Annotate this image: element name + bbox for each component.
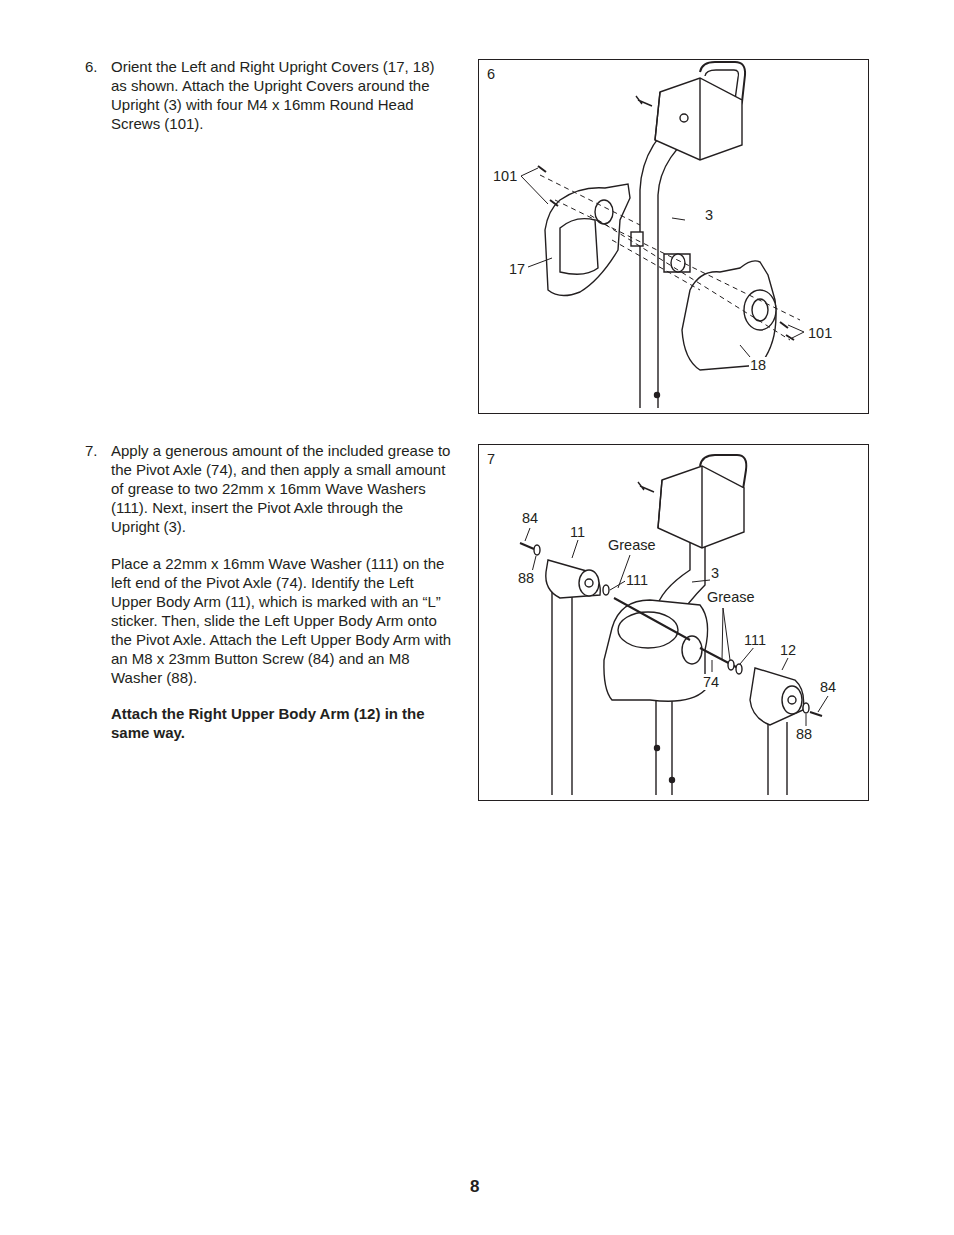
callout-number: 11 <box>569 524 586 540</box>
step-number: 7. <box>85 441 98 460</box>
step6-art <box>521 62 804 408</box>
callout-number: 101 <box>492 168 518 184</box>
callout-number: 18 <box>749 357 767 373</box>
upper-body-arm-right <box>768 720 787 795</box>
upright-cover-left <box>545 184 630 296</box>
bracket <box>655 78 742 160</box>
instruction-text: Orient the Left and Right Upright Covers… <box>111 57 453 133</box>
upright-cover <box>604 600 708 701</box>
callout-number: 111 <box>743 632 767 648</box>
instruction-text: Apply a generous amount of the included … <box>111 441 453 536</box>
callout-number: Grease <box>706 589 756 605</box>
figure-frame: 6 <box>478 59 869 414</box>
upright-cover-right <box>682 261 776 370</box>
callout-number: 12 <box>779 642 797 658</box>
callout-number: 88 <box>517 570 535 586</box>
instruction-text: Attach the Right Upper Body Arm (12) in … <box>111 704 453 742</box>
bracket <box>658 466 744 548</box>
callout-number: 3 <box>704 207 714 223</box>
callout-number: Grease <box>607 537 657 553</box>
step-number: 7 <box>487 451 495 467</box>
step-number: 6. <box>85 57 98 76</box>
callout-number: 84 <box>521 510 539 526</box>
page-number: 8 <box>470 1177 479 1196</box>
callout-number: 88 <box>795 726 813 742</box>
callout-number: 111 <box>625 572 649 588</box>
callout-number: 17 <box>508 261 526 277</box>
instruction-text: Place a 22mm x 16mm Wave Washer (111) on… <box>111 554 453 687</box>
callout-number: 84 <box>819 679 837 695</box>
upper-body-arm-left <box>552 590 572 795</box>
step-number: 6 <box>487 66 495 82</box>
callout-number: 74 <box>702 674 720 690</box>
callout-number: 101 <box>807 325 833 341</box>
figure-frame: 7 <box>478 444 869 801</box>
step7-art <box>520 455 828 795</box>
callout-number: 3 <box>710 565 720 581</box>
pivot-axle <box>614 598 738 668</box>
